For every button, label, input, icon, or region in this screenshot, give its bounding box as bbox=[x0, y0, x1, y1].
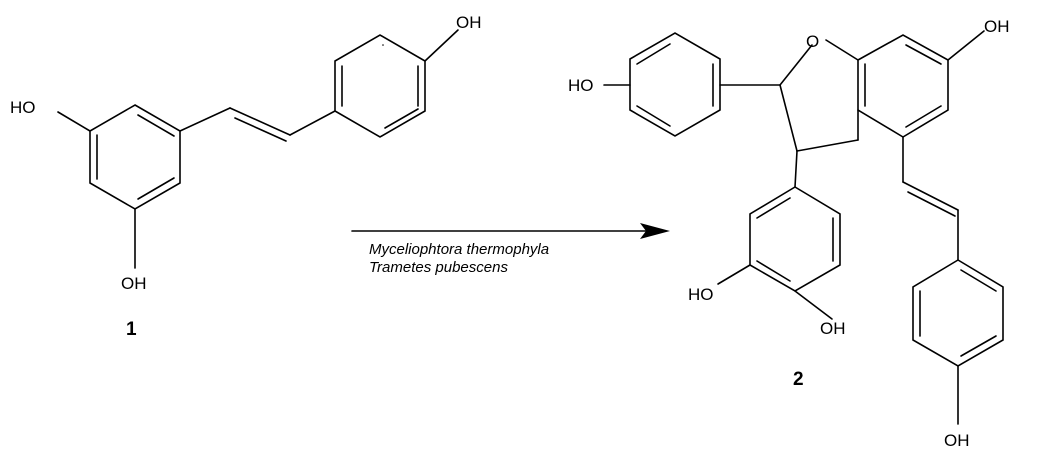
compound-1-phenol-ring bbox=[334, 34, 426, 138]
compound-2-resorcinol-ring bbox=[749, 186, 841, 292]
compound-1-structure: OH HO OH 1 bbox=[10, 13, 482, 340]
compound-1-label: 1 bbox=[126, 319, 137, 340]
compound-2-oh-left: HO bbox=[568, 76, 594, 95]
compound-2-label: 2 bbox=[793, 369, 804, 390]
compound-2-oh-top-right: OH bbox=[984, 17, 1010, 36]
compound-1-oh-left: HO bbox=[10, 98, 36, 117]
reaction-arrow-head bbox=[640, 223, 670, 239]
compound-2-oh-resorcinol-left: HO bbox=[688, 285, 714, 304]
compound-1-oh-bottom: OH bbox=[121, 274, 147, 293]
reaction-condition-1: Myceliophtora thermophyla bbox=[369, 241, 549, 258]
compound-2-oh-resorcinol-bottom: OH bbox=[820, 319, 846, 338]
compound-2-bond-oh-resorcinol-bottom bbox=[794, 290, 833, 320]
compound-2-bond-oh-top-right bbox=[947, 30, 985, 61]
compound-2-vinyl-double-bond bbox=[902, 181, 959, 211]
reaction-condition-2: Trametes pubescens bbox=[369, 259, 508, 276]
compound-1-oh-top: OH bbox=[456, 13, 482, 32]
compound-1-vinyl-bond-a bbox=[179, 107, 231, 132]
compound-1-vinyl-double-bond bbox=[229, 107, 291, 136]
compound-2-bond-oh-resorcinol-left bbox=[717, 264, 751, 285]
compound-1-resorcinol-ring bbox=[89, 104, 181, 210]
compound-1-bond-oh-left bbox=[57, 111, 91, 132]
compound-1-bond-oh-top bbox=[424, 29, 459, 62]
compound-2-ring-oxygen: O bbox=[806, 32, 819, 51]
compound-2-dihydrofuran-ring bbox=[779, 39, 859, 152]
compound-2-structure: HO O OH HO OH bbox=[568, 17, 1010, 450]
reaction-arrow bbox=[351, 223, 670, 239]
compound-2-oh-bottom: OH bbox=[944, 431, 970, 450]
compound-2-phenol-ring-bottom bbox=[912, 259, 1004, 367]
compound-2-benzofuran-benzene-ring bbox=[857, 34, 949, 141]
compound-2-bond-c3-aryl bbox=[794, 150, 798, 188]
compound-2-phenol-ring-left bbox=[629, 32, 721, 137]
compound-1-vinyl-bond-b bbox=[289, 110, 336, 136]
